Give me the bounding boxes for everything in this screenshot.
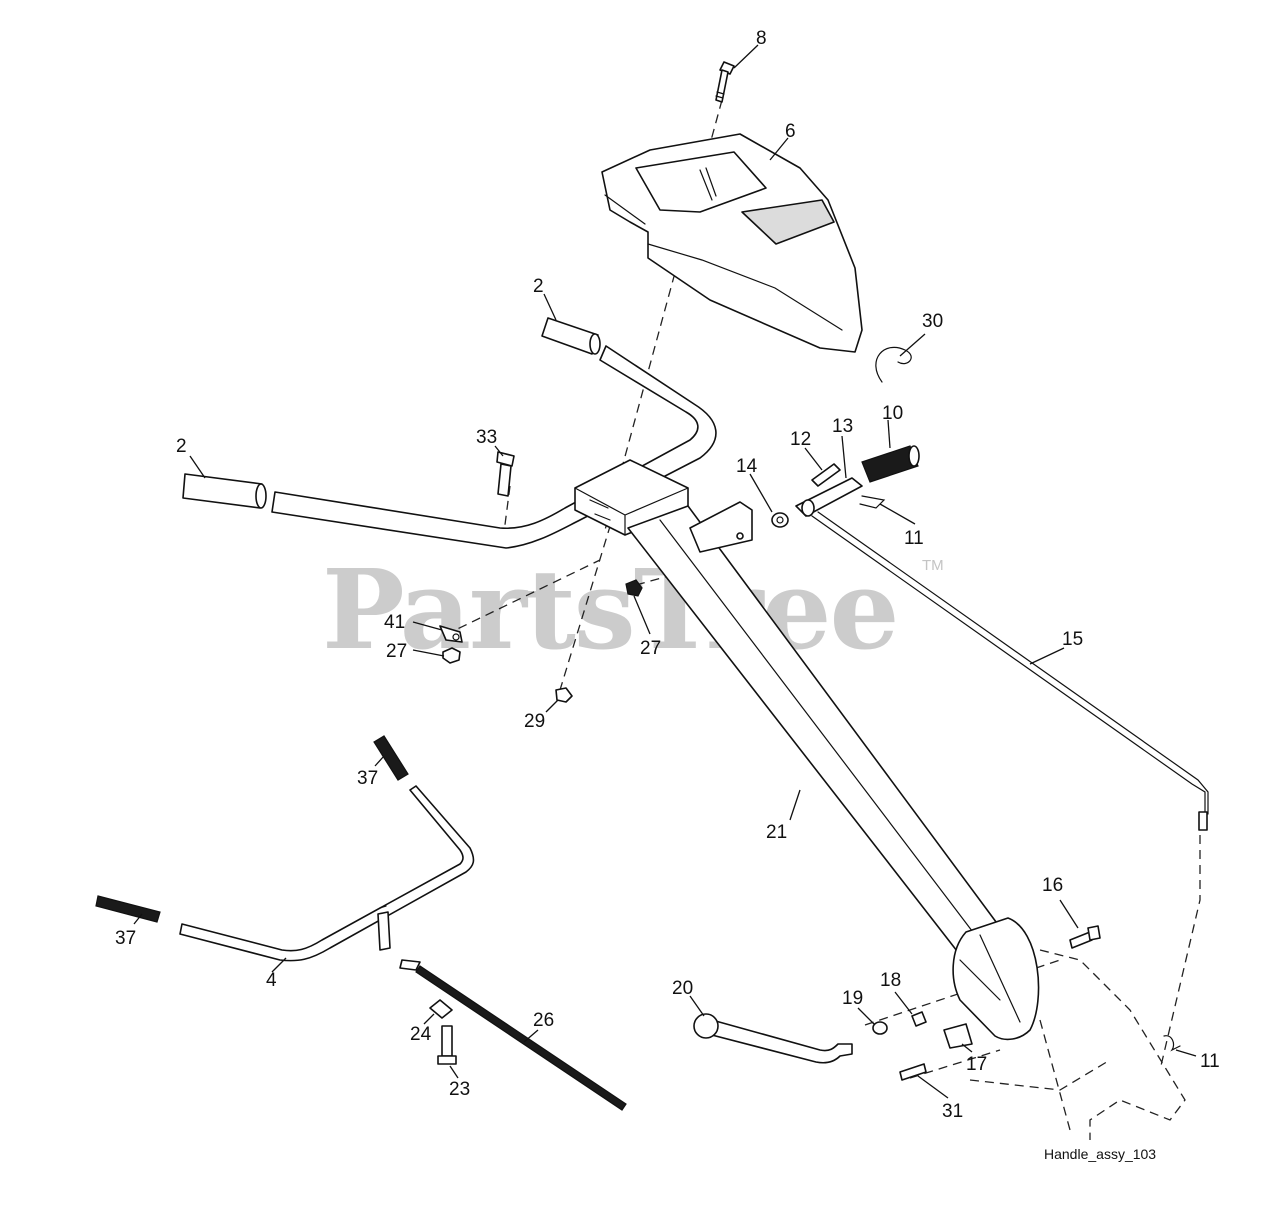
part-20-lever [693,1013,853,1064]
part-2-grip-upper [541,317,601,355]
part-24-clip [429,999,453,1019]
side-bracket [689,501,753,553]
callout-labels: 8 6 2 30 2 33 10 13 12 14 11 41 27 27 15… [115,28,1220,1122]
callout-16: 16 [1042,875,1063,896]
part-26-cable [399,959,627,1111]
part-41-clamp [439,625,463,643]
callout-19: 19 [842,988,863,1009]
callout-8: 8 [756,28,767,49]
handle-base-plate [952,917,1040,1041]
part-37-grip-left [95,895,161,923]
watermark-tm: TM [922,557,944,574]
callout-2: 2 [533,276,544,297]
part-14-spacer [771,512,789,528]
callout-33: 33 [476,427,497,448]
part-18-nut [911,1011,927,1027]
part-2-grip-left [182,473,267,509]
callout-4: 4 [266,970,277,991]
callout-26: 26 [533,1010,554,1031]
part-19-washer [872,1021,888,1035]
part-33-bolt [496,451,515,497]
part-37-grip-upper [373,735,409,781]
callout-6: 6 [785,121,796,142]
part-30-clip [875,346,912,383]
callout-20: 20 [672,978,693,999]
callout-29: 29 [524,711,545,732]
callout-15: 15 [1062,629,1083,650]
callout-27: 27 [640,638,661,659]
part-27-nut-center [625,579,643,597]
callout-14: 14 [736,456,758,477]
part-15-shift-rod [811,511,1209,831]
callout-17: 17 [966,1054,987,1075]
callout-10: 10 [882,403,903,424]
part-16-bolt [1069,925,1101,949]
part-31-bolt [899,1063,927,1081]
callout-18: 18 [880,970,901,991]
part-4-bail [179,785,475,962]
part-8-bolt [715,61,735,103]
part-11-hairpin-upper [859,495,886,509]
callout-30: 30 [922,311,943,332]
part-17-bracket [943,1023,973,1049]
callout-11: 11 [1200,1051,1220,1072]
callout-24: 24 [410,1024,432,1045]
callout-27: 27 [386,641,407,662]
callout-37: 37 [357,768,378,789]
part-29-nut [555,687,573,703]
part-11-hairpin-lower [1163,1035,1181,1052]
part-6-console-cover [601,133,863,353]
callout-12: 12 [790,429,811,450]
tiller-frame-outline [969,949,1186,1140]
part-12-pin [811,463,841,487]
diagram-caption: Handle_assy_103 [1044,1146,1156,1162]
callout-21: 21 [766,822,787,843]
callout-23: 23 [449,1079,470,1100]
part-10-knob [861,445,920,483]
part-27-nut-left [442,647,461,664]
callout-11: 11 [904,528,924,549]
part-23-bolt [437,1025,457,1065]
leader-lines [133,44,1197,1099]
watermark-text: PartsTree [322,545,898,674]
callout-37: 37 [115,928,136,949]
callout-41: 41 [384,612,405,633]
callout-13: 13 [832,416,853,437]
part-13-lever-bracket [795,477,863,517]
callout-31: 31 [942,1101,963,1122]
callout-2: 2 [176,436,187,457]
